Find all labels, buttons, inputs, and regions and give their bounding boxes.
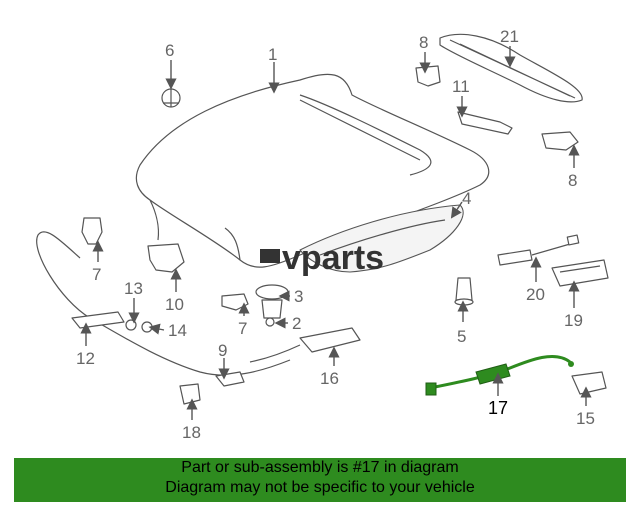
release-cable-assembly-highlighted[interactable] <box>425 354 574 396</box>
watermark-text: vparts <box>282 239 384 277</box>
hood-insulator-part[interactable] <box>299 204 464 273</box>
banner-disclaimer-text: Diagram may not be specific to your vehi… <box>165 479 475 496</box>
callout-labels: 1 2 3 4 5 6 7 7 8 8 9 10 11 12 13 14 15 … <box>76 27 595 442</box>
bracket-part-top[interactable] <box>415 65 441 87</box>
banner-part-text: Part or sub-assembly is #17 in diagram <box>181 459 459 476</box>
hood-latch-part[interactable] <box>147 243 185 273</box>
release-handle-part[interactable] <box>249 327 361 363</box>
clip-part-center[interactable] <box>221 293 249 311</box>
cable-guide-part[interactable] <box>215 371 245 387</box>
bracket-part-right[interactable] <box>541 131 579 151</box>
callout-3: 3 <box>294 287 303 306</box>
callout-13: 13 <box>124 279 143 298</box>
callout-11: 11 <box>452 77 470 96</box>
callout-9: 9 <box>218 341 227 360</box>
callout-8-top: 8 <box>419 33 428 52</box>
push-pin-part[interactable] <box>454 277 474 306</box>
hood-hinge-part[interactable] <box>551 259 609 287</box>
callout-10: 10 <box>165 295 184 314</box>
bumper-stop-part[interactable] <box>265 317 275 327</box>
clip-part-lower[interactable] <box>179 383 201 405</box>
callout-12: 12 <box>76 349 95 368</box>
callout-6: 6 <box>165 41 174 60</box>
seal-strip-part[interactable] <box>439 33 583 103</box>
info-banner: Part or sub-assembly is #17 in diagram D… <box>14 458 626 502</box>
callout-7-left: 7 <box>92 265 101 284</box>
clip-part-left[interactable] <box>81 217 103 245</box>
emblem-part[interactable] <box>161 88 181 108</box>
callout-8-right: 8 <box>568 171 577 190</box>
callout-7-center: 7 <box>238 319 247 338</box>
hood-hinge-link-part[interactable] <box>457 111 513 135</box>
callout-5: 5 <box>457 327 466 346</box>
callout-4: 4 <box>462 189 471 208</box>
callout-14: 14 <box>168 321 187 340</box>
callout-1: 1 <box>268 45 277 64</box>
callout-19: 19 <box>564 311 583 330</box>
latch-bracket-part[interactable] <box>571 371 607 395</box>
callout-arrows <box>80 46 592 420</box>
callout-20: 20 <box>526 285 545 304</box>
gas-strut-part[interactable] <box>497 234 580 266</box>
callout-15: 15 <box>576 409 595 428</box>
grommet-part-13[interactable] <box>125 319 137 331</box>
callout-18: 18 <box>182 423 201 442</box>
watermark-logo: vparts <box>260 239 384 277</box>
callout-16: 16 <box>320 369 339 388</box>
hood-buffer-part[interactable] <box>255 284 289 319</box>
callout-17: 17 <box>488 398 508 418</box>
hood-part[interactable] <box>135 73 490 268</box>
callout-2: 2 <box>292 314 301 333</box>
callout-21: 21 <box>500 27 519 46</box>
grommet-part-14[interactable] <box>141 321 153 333</box>
